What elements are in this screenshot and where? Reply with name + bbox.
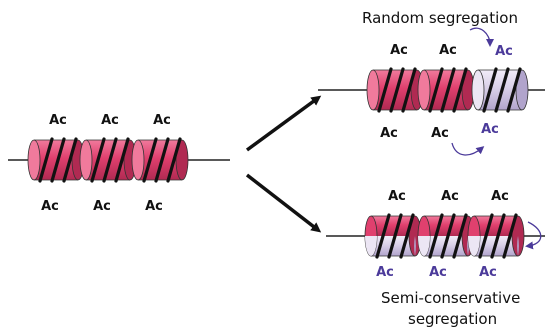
random-mark-bottom-2: Ac	[431, 126, 449, 141]
arrow-to-random	[245, 95, 322, 152]
parental-nucleosome-1	[27, 137, 85, 183]
semi-mark-top-1: Ac	[388, 189, 406, 204]
arrow-to-semi	[245, 173, 322, 233]
semi-mark-bottom-1: Ac	[376, 265, 394, 280]
parental-mark-top-2: Ac	[101, 113, 119, 128]
semi-conservative-title-line2: segregation	[408, 310, 498, 328]
random-segregation-title: Random segregation	[362, 9, 518, 27]
semi-mark-top-2: Ac	[441, 189, 459, 204]
random-mark-bottom-3: Ac	[481, 122, 499, 137]
random-nucleosome-3	[471, 67, 529, 113]
parental-mark-top-3: Ac	[153, 113, 171, 128]
curved-arrow-bottom	[451, 142, 485, 156]
parental-mark-top-1: Ac	[49, 113, 67, 128]
parental-mark-bottom-3: Ac	[145, 199, 163, 214]
parental-nucleosome-3	[131, 137, 189, 183]
semi-nucleosome-2	[417, 213, 475, 259]
semi-nucleosome-3	[467, 213, 525, 259]
semi-mark-top-3: Ac	[491, 189, 509, 204]
parental-nucleosome-2	[79, 137, 137, 183]
random-nucleosome-2	[417, 67, 475, 113]
random-mark-bottom-1: Ac	[380, 126, 398, 141]
semi-nucleosome-1	[364, 213, 422, 259]
parental-mark-bottom-1: Ac	[41, 199, 59, 214]
semi-conservative-title-line1: Semi-conservative	[381, 289, 521, 307]
parental-mark-bottom-2: Ac	[93, 199, 111, 214]
random-mark-top-2: Ac	[439, 43, 457, 58]
random-mark-top-1: Ac	[390, 43, 408, 58]
random-mark-top-3: Ac	[495, 44, 513, 59]
random-nucleosome-1	[366, 67, 424, 113]
curved-arrow-top	[469, 27, 494, 47]
semi-mark-bottom-3: Ac	[479, 265, 497, 280]
curved-arrow-semi	[525, 221, 542, 250]
semi-mark-bottom-2: Ac	[429, 265, 447, 280]
